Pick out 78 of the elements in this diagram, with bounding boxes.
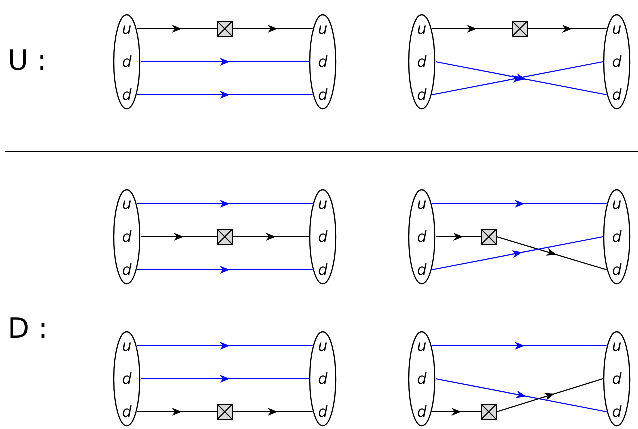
quark-label: d [408,227,436,247]
quark-label: d [113,52,141,72]
quark-line [137,200,313,208]
quark-label: d [113,369,141,389]
quark-label: d [312,402,334,422]
quark-ellipse [309,14,337,110]
quark-label: u [412,19,432,39]
quark-line [432,236,604,271]
row-label: D : [8,312,48,345]
quark-label: d [408,52,436,72]
quark-ellipse [603,189,631,285]
quark-ellipse [113,331,141,427]
quark-label: u [116,336,138,356]
crossed-square-vertex [217,21,233,37]
quark-line [233,25,313,33]
quark-line [141,375,309,383]
quark-line [436,233,481,241]
quark-label: d [412,85,432,105]
quark-label: u [116,19,138,39]
crossed-square-vertex [481,404,497,420]
quark-label: d [412,402,432,422]
quark-label: d [606,85,628,105]
quark-ellipse [408,14,436,110]
quark-label: u [412,194,432,214]
quark-line [432,408,481,416]
quark-ellipse [408,331,436,427]
quark-label: u [606,194,628,214]
quark-label: d [606,260,628,280]
quark-ellipse [113,14,141,110]
quark-label: d [309,52,337,72]
crossed-square-vertex [512,21,528,37]
quark-label: u [312,194,334,214]
quark-label: d [312,260,334,280]
quark-line [141,233,217,241]
quark-line [137,408,217,416]
quark-line [496,378,604,413]
quark-label: u [606,19,628,39]
quark-ellipse [309,331,337,427]
quark-line [137,25,217,33]
quark-line [496,236,607,271]
quark-label: u [606,336,628,356]
quark-label: d [116,85,138,105]
quark-label: u [312,336,334,356]
crossed-square-vertex [217,229,233,245]
quark-ellipse [309,189,337,285]
quark-label: u [312,19,334,39]
quark-label: d [606,402,628,422]
quark-line [233,408,313,416]
quark-label: d [603,227,631,247]
quark-label: d [603,369,631,389]
crossed-square-vertex [217,404,233,420]
quark-label: d [603,52,631,72]
quark-ellipse [603,14,631,110]
quark-line [233,233,309,241]
quark-line [137,342,313,350]
quark-line [432,200,607,208]
quark-line [141,58,309,66]
quark-line [137,91,313,99]
quark-label: d [116,260,138,280]
quark-line [137,266,313,274]
quark-line [432,342,607,350]
quark-ellipse [408,189,436,285]
quark-label: d [309,227,337,247]
quark-label: d [113,227,141,247]
crossed-square-vertex [481,229,497,245]
quark-label: d [116,402,138,422]
quark-label: d [408,369,436,389]
quark-line [436,378,607,413]
quark-label: u [116,194,138,214]
quark-line [528,25,607,33]
quark-label: d [412,260,432,280]
quark-label: d [312,85,334,105]
quark-ellipse [113,189,141,285]
quark-label: u [412,336,432,356]
quark-ellipse [603,331,631,427]
row-label: U : [8,44,47,77]
quark-label: d [309,369,337,389]
quark-line [432,25,512,33]
